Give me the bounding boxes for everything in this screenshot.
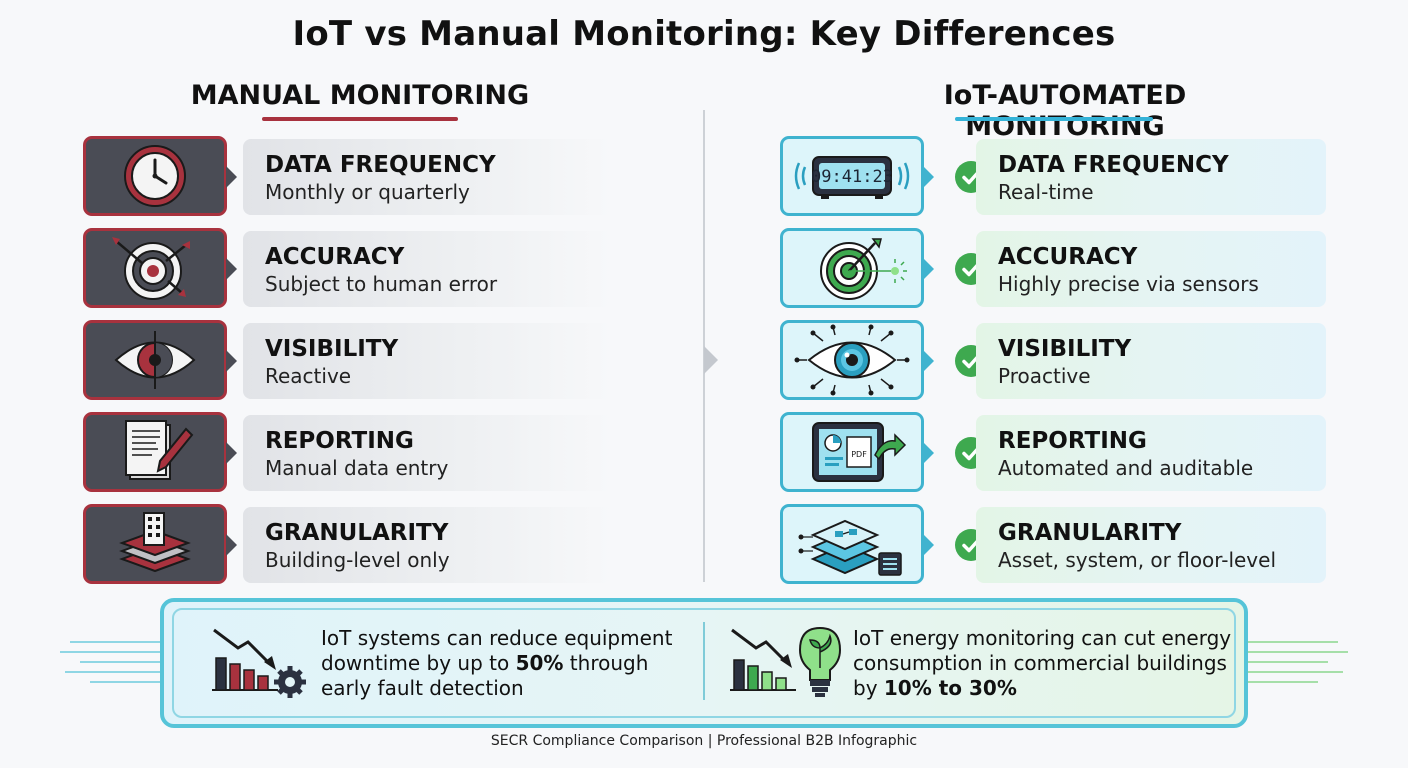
paper-pen-icon [125,420,194,480]
layered-map-icon [798,519,902,576]
row-value: Automated and auditable [998,456,1254,480]
row-label: DATA FREQUENCY [998,152,1229,178]
manual-column-heading: MANUAL MONITORING [190,80,530,111]
left-circuit-lines [60,641,160,683]
row-label: ACCURACY [265,244,405,270]
manual-row-visibility: VISIBILITY Reactive [0,320,704,400]
iot-text-box: DATA FREQUENCY Real-time [976,139,1326,215]
row-label: GRANULARITY [265,520,449,546]
banner-divider [703,622,705,700]
row-label: ACCURACY [998,244,1138,270]
circuit-eye-icon [794,324,910,396]
row-label: DATA FREQUENCY [265,152,496,178]
iot-row-accuracy: ACCURACY Highly precise via sensors [704,228,1408,308]
manual-heading-underline [262,117,458,121]
manual-text-box: GRANULARITY Building-level only [243,507,613,583]
manual-icon-box [83,412,237,492]
row-label: REPORTING [998,428,1147,454]
stat-text: IoT energy monitoring can cut energy con… [853,626,1232,700]
right-circuit-lines [1248,641,1348,683]
iot-icon-box [780,504,934,584]
stats-banner-inner [172,608,1236,718]
row-value: Building-level only [265,548,450,572]
building-layers-icon [119,512,191,573]
manual-row-accuracy: ACCURACY Subject to human error [0,228,704,308]
stat-highlight: 10% to 30% [883,676,1017,700]
iot-icon-box: PDF [780,412,934,492]
stat-energy: IoT energy monitoring can cut energy con… [853,626,1233,701]
row-value: Subject to human error [265,272,498,296]
manual-text-box: REPORTING Manual data entry [243,415,613,491]
row-value: Manual data entry [265,456,449,480]
iot-row-reporting: PDF REPORTING Automated and auditable [704,412,1408,492]
clock-icon [124,145,186,207]
target-missed-icon [112,237,190,300]
iot-text-box: GRANULARITY Asset, system, or floor-leve… [976,507,1326,583]
page-title: IoT vs Manual Monitoring: Key Difference… [292,14,1116,54]
manual-row-granularity: GRANULARITY Building-level only [0,504,704,584]
digital-clock-icon: 09:41:23 [794,156,910,199]
iot-text-box: REPORTING Automated and auditable [976,415,1326,491]
iot-text-box: ACCURACY Highly precise via sensors [976,231,1326,307]
row-label: VISIBILITY [998,336,1132,362]
stat-downtime: IoT systems can reduce equipment downtim… [321,626,691,701]
row-value: Asset, system, or floor-level [998,548,1277,572]
iot-column-heading: IoT-AUTOMATED MONITORING [943,80,1187,142]
iot-icon-box [780,228,934,308]
manual-row-reporting: REPORTING Manual data entry [0,412,704,492]
row-value: Monthly or quarterly [265,180,470,204]
iot-text-box: VISIBILITY Proactive [976,323,1326,399]
stat-text: IoT systems can reduce equipment downtim… [321,626,673,675]
row-label: GRANULARITY [998,520,1182,546]
downtrend-bulb-icon [730,626,842,697]
footer-caption: SECR Compliance Comparison | Professiona… [490,733,918,749]
row-label: VISIBILITY [265,336,399,362]
row-value: Real-time [998,180,1094,204]
manual-icon-box [83,136,237,216]
manual-icon-box [83,504,237,584]
manual-text-box: DATA FREQUENCY Monthly or quarterly [243,139,613,215]
tablet-pdf-icon: PDF [812,422,907,482]
iot-heading-underline [955,117,1153,121]
eye-icon [114,331,196,389]
manual-icon-box [83,228,237,308]
row-value: Reactive [265,364,352,388]
stat-text: through early fault detection [321,651,649,700]
target-hit-icon [820,238,907,300]
row-value: Highly precise via sensors [998,272,1259,296]
iot-row-visibility: VISIBILITY Proactive [704,320,1408,400]
clock-display: 09:41:23 [811,167,893,187]
iot-icon-box [780,320,934,400]
manual-text-box: VISIBILITY Reactive [243,323,613,399]
row-label: REPORTING [265,428,414,454]
stat-highlight: 50% [515,651,564,675]
divider-arrow-icon [704,346,718,374]
svg-text:PDF: PDF [851,450,867,459]
iot-icon-box: 09:41:23 [780,136,934,216]
manual-icon-box [83,320,237,400]
iot-row-data-frequency: 09:41:23 DATA FREQUENCY Real-time [704,136,1408,216]
manual-text-box: ACCURACY Subject to human error [243,231,613,307]
manual-row-data-frequency: DATA FREQUENCY Monthly or quarterly [0,136,704,216]
downtrend-gear-icon [212,628,306,698]
iot-row-granularity: GRANULARITY Asset, system, or floor-leve… [704,504,1408,584]
row-value: Proactive [998,364,1091,388]
